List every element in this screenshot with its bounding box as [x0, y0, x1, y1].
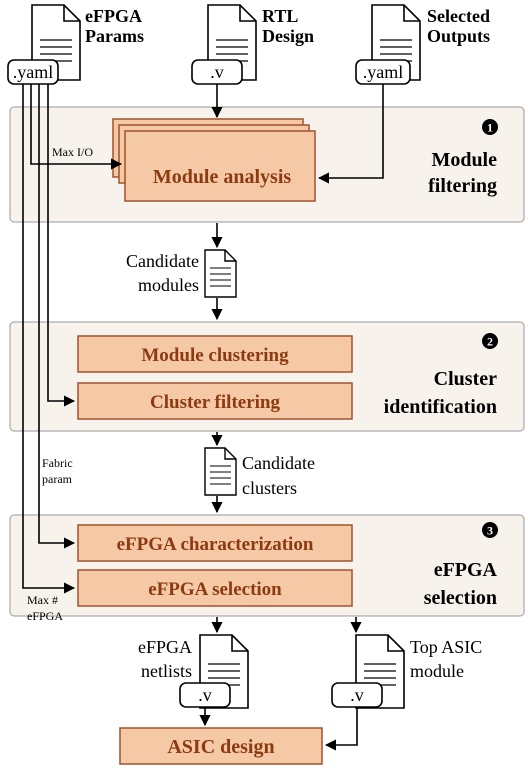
rtl-design-doc: .v [191, 4, 257, 85]
candidate-modules-label-2: modules [138, 275, 199, 295]
stage-3-number: 3 [487, 524, 493, 538]
candidate-clusters-doc [204, 447, 237, 496]
module-analysis-box [124, 130, 316, 202]
efpga-netlists-label-1: eFPGA [138, 637, 192, 657]
efpga-characterization-label: eFPGA characterization [117, 534, 314, 555]
efpga-characterization-box [77, 524, 353, 562]
stage-1-name-1: Module [431, 149, 497, 171]
max-io-label: Max I/O [52, 145, 93, 159]
efpga-selection-label: eFPGA selection [148, 579, 282, 600]
module-analysis-label: Module analysis [153, 166, 292, 188]
stage-1-number: 1 [487, 121, 493, 135]
stage-1-name-2: filtering [428, 175, 497, 197]
max-efpga-label-1: Max # [27, 593, 58, 607]
efpga-params-tag: .yaml [13, 62, 54, 82]
candidate-clusters-label-2: clusters [242, 478, 297, 498]
stage-1-badge [482, 119, 498, 135]
selected-outputs-title-1: Selected [427, 6, 490, 26]
candidate-modules-label-1: Candidate [126, 251, 199, 271]
top-asic-label-2: module [410, 661, 464, 681]
efpga-params-tag-box [7, 59, 59, 85]
stage-3-badge [482, 522, 498, 538]
top-asic-module-doc: .v [331, 634, 405, 709]
efpga-params-title-2: Params [85, 26, 144, 46]
rtl-design-title-2: Design [262, 26, 314, 46]
selected-outputs-doc: .yaml [355, 4, 421, 85]
selected-outputs-tag: .yaml [363, 62, 404, 82]
module-clustering-box [77, 335, 353, 373]
params-feed-lines [22, 84, 123, 594]
stage-2-badge [482, 333, 498, 349]
efpga-params-doc: .yaml [7, 4, 81, 85]
stage-2-number: 2 [487, 335, 493, 349]
stage-2-name-1: Cluster [434, 368, 497, 390]
cluster-filtering-label: Cluster filtering [150, 392, 280, 413]
top-asic-tag: .v [350, 685, 364, 705]
efpga-selection-box [77, 569, 353, 607]
stage-3-name-2: selection [424, 587, 497, 609]
efpga-netlists-label-2: netlists [141, 661, 192, 681]
cluster-filtering-box [77, 382, 353, 420]
candidate-clusters-label-1: Candidate [242, 453, 315, 473]
max-efpga-label-2: eFPGA [27, 609, 63, 623]
asic-design-box [119, 727, 323, 765]
stage-3-name-1: eFPGA [434, 559, 498, 581]
asic-design-label: ASIC design [167, 736, 274, 758]
rtl-design-title-1: RTL [262, 6, 298, 26]
fabric-param-label-2: param [42, 472, 73, 486]
efpga-netlists-tag: .v [198, 685, 212, 705]
stage-2-name-2: identification [384, 396, 497, 418]
top-asic-label-1: Top ASIC [410, 637, 482, 657]
efpga-params-title-1: eFPGA [85, 6, 142, 26]
rtl-design-tag: .v [210, 62, 224, 82]
candidate-modules-doc [204, 249, 237, 298]
selected-outputs-title-2: Outputs [427, 26, 490, 46]
module-clustering-label: Module clustering [141, 345, 289, 366]
efpga-netlists-doc: .v [179, 634, 249, 709]
efpga-netlists-tag-box [179, 682, 231, 708]
selected-outputs-arrow [317, 84, 384, 184]
top-asic-tag-box [331, 682, 383, 708]
top-asic-to-asic-arrow [324, 708, 358, 751]
fabric-param-label-1: Fabric [42, 456, 73, 470]
